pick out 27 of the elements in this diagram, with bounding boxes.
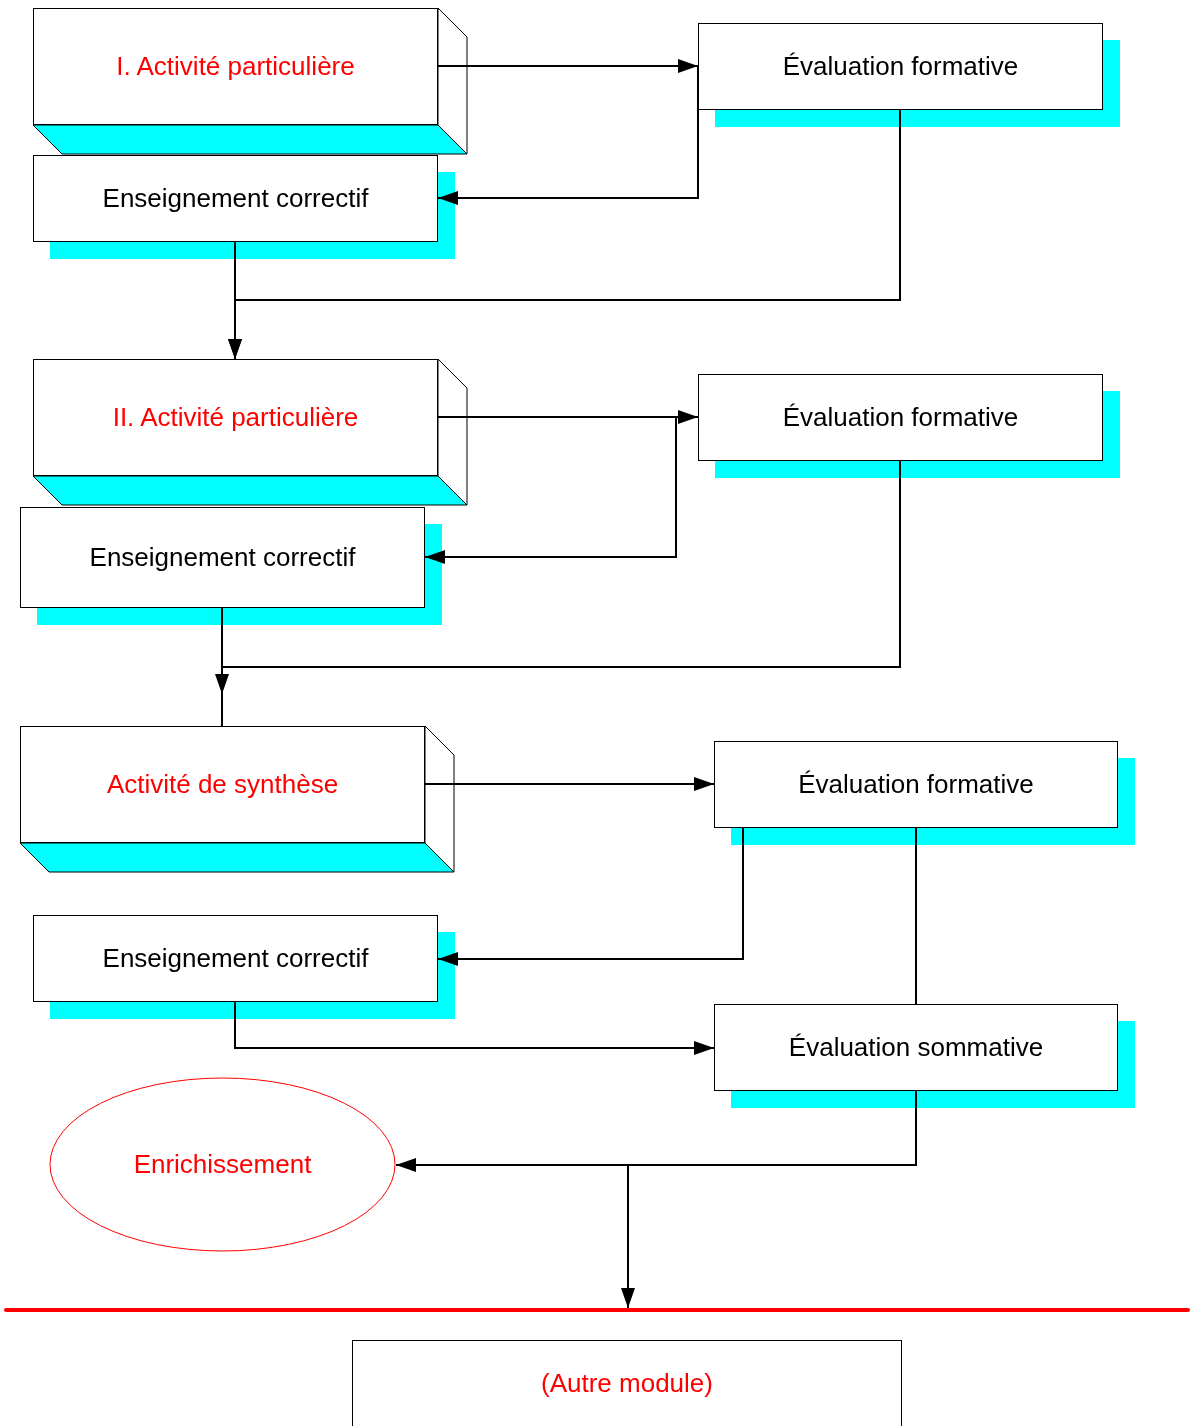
arrow (437, 65, 699, 205)
node-label: Enseignement correctif (102, 182, 369, 215)
node-label: Évaluation formative (782, 50, 1019, 83)
node-label: Enseignement correctif (102, 942, 369, 975)
node-label: Évaluation formative (798, 768, 1034, 801)
process-box (352, 1340, 902, 1426)
node-label: (Autre module) (541, 1367, 713, 1400)
arrow (437, 827, 744, 966)
node-label: Activité de synthèse (106, 768, 339, 801)
arrow (234, 1001, 715, 1055)
node-label: Enrichissement (133, 1148, 312, 1181)
divider-bar (4, 1308, 1190, 1312)
process-box (20, 507, 425, 608)
arrow (424, 777, 715, 791)
process-box (33, 155, 438, 242)
node-label: II. Activité particulière (112, 401, 359, 434)
process-box (33, 915, 438, 1002)
node-label: Évaluation formative (782, 401, 1019, 434)
process-box (714, 1004, 1118, 1091)
node-label: Enseignement correctif (89, 541, 356, 574)
process-box (698, 374, 1103, 461)
node-label: I. Activité particulière (116, 50, 355, 83)
node-label: Évaluation sommative (788, 1031, 1044, 1064)
process-box (698, 23, 1103, 110)
ellipse-node (49, 1077, 396, 1252)
process-box (714, 741, 1118, 828)
arrow (437, 59, 699, 73)
